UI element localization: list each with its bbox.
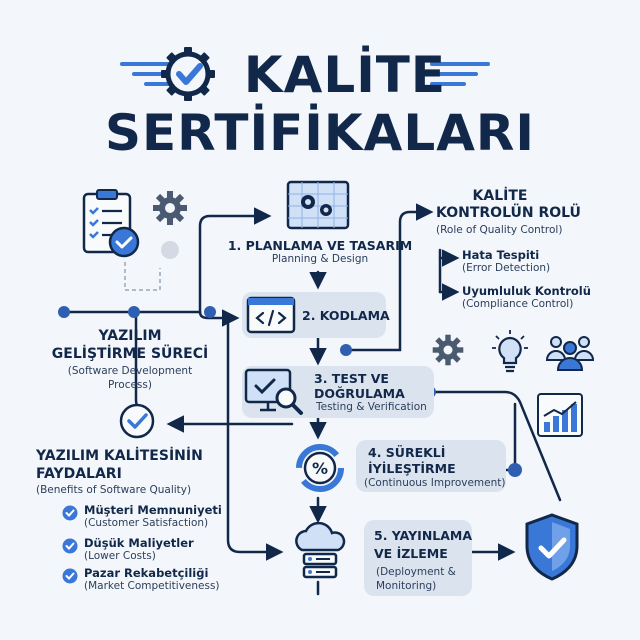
- gear-icon: [153, 191, 187, 225]
- percent-cycle-icon: %: [296, 444, 344, 492]
- step4-title-line1: 4. SÜREKLİ: [368, 445, 446, 460]
- step2-title: 2. KODLAMA: [302, 308, 390, 323]
- qc-item-subtitle: (Error Detection): [462, 262, 551, 274]
- qc-item-subtitle: (Compliance Control): [462, 298, 574, 310]
- dev-process-subtitle-line1: (Software Development: [67, 365, 193, 377]
- check-circle-icon: [62, 505, 78, 521]
- gear-check-icon: [161, 47, 215, 101]
- blueprint-icon: [286, 180, 350, 230]
- svg-text:%: %: [312, 459, 328, 478]
- step1-title: 1. PLANLAMA VE TASARIM: [227, 238, 413, 253]
- step5-subtitle-line2: Monitoring): [376, 580, 437, 592]
- benefits-title-line2: FAYDALARI: [36, 466, 122, 482]
- code-window-icon: [246, 296, 296, 334]
- title-stripe-right-2: [430, 72, 478, 76]
- benefit-item-subtitle: (Customer Satisfaction): [84, 517, 209, 529]
- benefits-subtitle: (Benefits of Software Quality): [36, 484, 192, 496]
- step1-subtitle: Planning & Design: [271, 253, 369, 265]
- benefit-item-subtitle: (Lower Costs): [84, 550, 156, 562]
- qc-title-line1: KALİTE: [472, 188, 528, 204]
- title-stripe-left-1: [120, 62, 170, 66]
- step4-box: [356, 440, 506, 492]
- dev-process-title-line1: YAZILIM: [98, 328, 162, 344]
- benefit-item-title: Düşük Maliyetler: [84, 536, 194, 550]
- step3-title-line2: DOĞRULAMA: [314, 386, 405, 401]
- page-title-line1: KALİTE: [243, 46, 447, 104]
- team-icon: [545, 336, 595, 371]
- benefit-item-subtitle: (Market Competitiveness): [84, 580, 220, 592]
- step3-subtitle: Testing & Verification: [316, 401, 427, 413]
- step5-subtitle-line1: (Deployment &: [376, 566, 456, 578]
- clipboard-checklist-icon: [82, 189, 140, 258]
- step4-subtitle: (Continuous Improvement): [364, 477, 506, 489]
- qc-item-title: Hata Tespiti: [462, 248, 540, 262]
- benefits-title-line1: YAZILIM KALİTESİNİN: [36, 448, 203, 464]
- qc-subtitle: (Role of Quality Control): [436, 224, 563, 236]
- dev-process-title-line2: GELİŞTİRME SÜRECİ: [51, 346, 209, 362]
- cloud-server-icon: [295, 522, 346, 579]
- step5-title-line2: VE İZLEME: [374, 546, 448, 561]
- monitor-magnifier-icon: [244, 368, 303, 415]
- growth-chart-icon: [537, 393, 583, 437]
- lightbulb-icon: [492, 330, 528, 373]
- dev-process-subtitle-line2: Process): [108, 379, 152, 391]
- qc-item-title: Uyumluluk Kontrolü: [462, 284, 591, 298]
- benefit-item-title: Müşteri Memnuniyeti: [84, 503, 222, 517]
- gear-icon: [432, 334, 464, 366]
- step5-box: [364, 520, 472, 596]
- title-stripe-right-1: [430, 62, 490, 66]
- title-stripe-left-3: [144, 82, 170, 86]
- check-circle-icon: [119, 403, 155, 439]
- benefit-item-title: Pazar Rekabetçiliği: [84, 566, 209, 580]
- step4-title-line2: İYİLEŞTİRME: [368, 461, 456, 476]
- title-stripe-left-2: [132, 72, 170, 76]
- check-circle-icon: [62, 538, 78, 554]
- step3-title-line1: 3. TEST VE: [314, 371, 389, 386]
- check-circle-icon: [62, 568, 78, 584]
- title-stripe-right-3: [430, 82, 466, 86]
- shield-check-icon: [525, 513, 579, 581]
- step5-title-line1: 5. YAYINLAMA: [374, 528, 473, 543]
- qc-title-line2: KONTROLÜN ROLÜ: [436, 205, 581, 221]
- page-title-line2: SERTİFİKALARI: [105, 104, 535, 162]
